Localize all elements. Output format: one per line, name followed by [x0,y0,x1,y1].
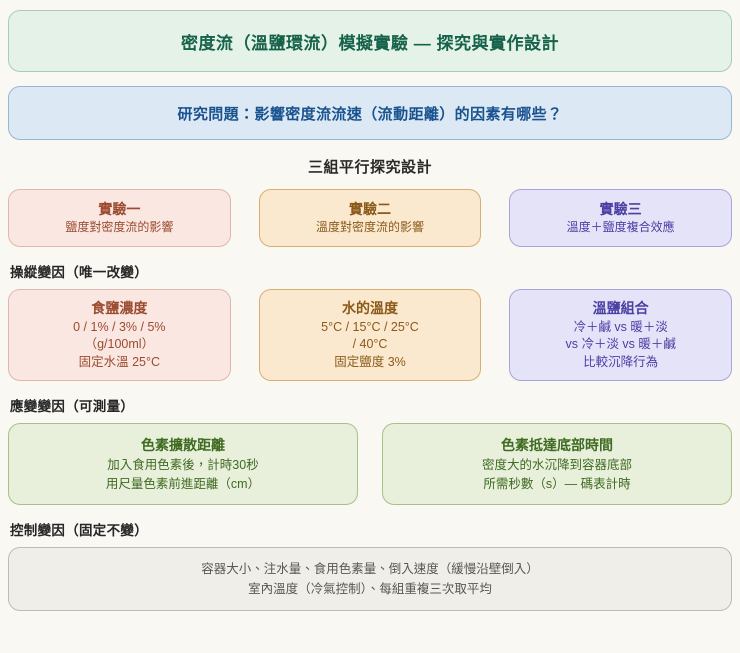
dependent-card-time-line-2: 所需秒數（s）— 碼表計時 [483,476,631,491]
experiment-card-1-title: 實驗一 [98,201,141,218]
controlled-card-line-1: 容器大小、注水量、食用色素量、倒入速度（緩慢沿壁倒入） [201,562,539,576]
dependent-card-distance: 色素擴散距離 加入食用色素後，計時30秒 用尺量色素前進距離（cm） [8,423,358,505]
independent-card-salinity-line-3: 固定水溫 25°C [78,355,161,370]
independent-card-temperature-line-1: 5°C / 15°C / 25°C [321,319,419,334]
dependent-card-distance-title: 色素擴散距離 [141,436,225,453]
experiment-card-1-subtitle: 鹽度對密度流的影響 [65,220,174,235]
independent-row: 食鹽濃度 0 / 1% / 3% / 5% （g/100ml） 固定水溫 25°… [8,289,733,381]
experiment-card-1: 實驗一 鹽度對密度流的影響 [8,189,231,247]
independent-card-salinity-title: 食鹽濃度 [91,300,148,317]
independent-section-heading: 操縱變因（唯一改變） [10,265,148,280]
independent-card-temperature-title: 水的溫度 [342,300,398,317]
page-title: 密度流（溫鹽環流）模擬實驗 — 探究與實作設計 [181,33,559,53]
independent-card-combined-title: 溫鹽組合 [592,300,649,317]
independent-card-combined-line-3: 比較沉降行為 [583,355,659,370]
dependent-card-time-line-1: 密度大的水沉降到容器底部 [481,457,632,472]
dependent-card-time: 色素抵達底部時間 密度大的水沉降到容器底部 所需秒數（s）— 碼表計時 [382,423,732,505]
controlled-card: 容器大小、注水量、食用色素量、倒入速度（緩慢沿壁倒入） 室內溫度（冷氣控制）、每… [8,547,732,611]
controlled-section-heading: 控制變因（固定不變） [10,523,148,538]
experiment-card-3-subtitle: 溫度＋鹽度複合效應 [566,220,675,235]
experiment-card-2: 實驗二 溫度對密度流的影響 [258,189,482,247]
experiment-card-3-title: 實驗三 [599,201,642,218]
research-question-banner: 研究問題：影響密度流流速（流動距離）的因素有哪些？ [8,86,732,140]
independent-card-salinity: 食鹽濃度 0 / 1% / 3% / 5% （g/100ml） 固定水溫 25°… [8,289,231,381]
experiment-card-3: 實驗三 溫度＋鹽度複合效應 [509,189,733,247]
independent-card-salinity-line-2: （g/100ml） [84,337,155,352]
independent-card-temperature: 水的溫度 5°C / 15°C / 25°C / 40°C 固定鹽度 3% [258,289,482,381]
groups-row: 實驗一 鹽度對密度流的影響 實驗二 溫度對密度流的影響 實驗三 溫度＋鹽度複合效… [8,189,733,247]
research-question-text: 研究問題：影響密度流流速（流動距離）的因素有哪些？ [177,105,563,123]
independent-card-combined-line-2: vs 冷＋淡 vs 暖＋鹹 [565,337,676,352]
independent-card-combined-line-1: 冷＋鹹 vs 暖＋淡 [573,319,668,334]
dependent-card-distance-line-1: 加入食用色素後，計時30秒 [107,457,259,472]
independent-card-temperature-line-2: / 40°C [352,337,388,352]
title-banner: 密度流（溫鹽環流）模擬實驗 — 探究與實作設計 [8,10,732,72]
independent-card-combined: 溫鹽組合 冷＋鹹 vs 暖＋淡 vs 冷＋淡 vs 暖＋鹹 比較沉降行為 [509,289,733,381]
dependent-card-time-title: 色素抵達底部時間 [501,436,613,453]
controlled-card-line-2: 室內溫度（冷氣控制）、每組重複三次取平均 [248,582,492,596]
dependent-row: 色素擴散距離 加入食用色素後，計時30秒 用尺量色素前進距離（cm） 色素抵達底… [8,423,732,505]
dependent-section-heading: 應變變因（可測量） [10,399,135,414]
dependent-card-distance-line-2: 用尺量色素前進距離（cm） [105,476,261,491]
independent-card-salinity-line-1: 0 / 1% / 3% / 5% [73,319,166,334]
independent-card-temperature-line-3: 固定鹽度 3% [334,355,406,370]
groups-section-heading: 三組平行探究設計 [307,159,432,176]
experiment-card-2-title: 實驗二 [349,201,391,218]
experiment-card-2-subtitle: 溫度對密度流的影響 [316,220,425,235]
